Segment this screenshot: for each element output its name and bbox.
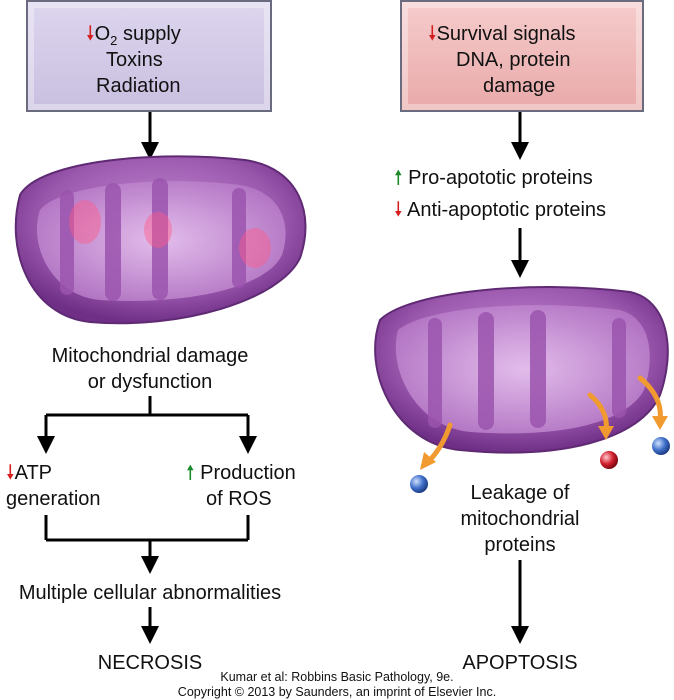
branch-lines — [44, 396, 250, 440]
damage-label: damage — [483, 75, 556, 97]
down-arrow-icon: 🠗 — [394, 199, 403, 221]
up-arrow-icon: 🠕 — [186, 462, 195, 484]
mitochondrial-label: mitochondrial — [460, 508, 580, 530]
down-arrow-icon: 🠗 — [6, 462, 15, 484]
ros-production-label: 🠕 Production — [186, 462, 296, 484]
down-arrow-icon: 🠗 — [428, 23, 437, 45]
credit-line-1: Kumar et al: Robbins Basic Pathology, 9e… — [220, 670, 454, 684]
abnormalities-label: Multiple cellular abnormalities — [18, 582, 282, 604]
mitochondrion-icon — [374, 286, 669, 454]
up-arrow-icon: 🠕 — [394, 167, 403, 189]
ros-label: of ROS — [206, 488, 272, 510]
mitochondrion-icon — [14, 155, 307, 325]
down-arrow-icon: 🠗 — [86, 23, 95, 45]
atp-label: 🠗ATP — [6, 462, 53, 484]
proteins-label: proteins — [484, 534, 556, 556]
credit-line-2: Copyright © 2013 by Saunders, an imprint… — [177, 685, 497, 699]
protein-sphere-icon — [600, 451, 618, 469]
merge-lines — [44, 515, 250, 560]
necrosis-label: NECROSIS — [97, 652, 203, 674]
protein-sphere-icon — [410, 475, 428, 493]
o2-supply-label: 🠗O2 supply — [86, 23, 181, 48]
anti-apoptotic-label: 🠗 Anti-apoptotic proteins — [394, 199, 607, 221]
leakage-label: Leakage of — [470, 482, 570, 504]
pro-apoptotic-label: 🠕 Pro-apototic proteins — [394, 167, 593, 189]
protein-sphere-icon — [652, 437, 670, 455]
apoptosis-label: APOPTOSIS — [462, 652, 578, 674]
left-stimulus-box — [26, 0, 272, 112]
dna-protein-label: DNA, protein — [456, 49, 571, 71]
flow-arrow — [141, 112, 159, 160]
radiation-label: Radiation — [96, 75, 181, 97]
flow-arrow — [511, 112, 529, 160]
mito-damage-label: Mitochondrial damage — [51, 345, 249, 367]
flow-arrow — [511, 228, 529, 278]
survival-signals-label: 🠗Survival signals — [428, 23, 576, 45]
dysfunction-label: or dysfunction — [87, 371, 213, 393]
right-stimulus-box — [400, 0, 644, 112]
generation-label: generation — [6, 488, 101, 510]
toxins-label: Toxins — [106, 49, 163, 71]
